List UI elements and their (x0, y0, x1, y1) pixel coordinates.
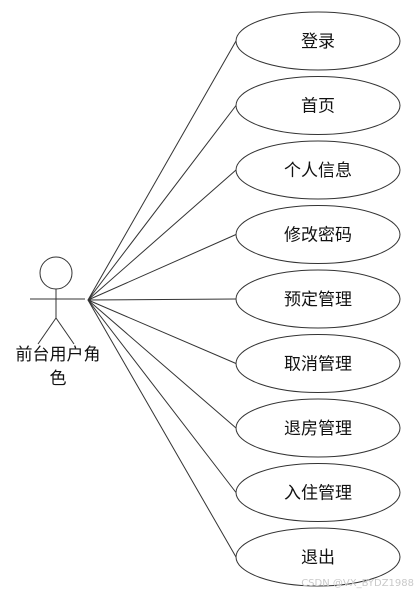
use-case-label: 修改密码 (284, 226, 352, 246)
use-case-label: 个人信息 (284, 161, 352, 181)
use-case-label: 入住管理 (284, 484, 352, 504)
use-case-ellipse (235, 205, 401, 264)
use-case: 退房管理 (235, 398, 401, 458)
use-case-label: 首页 (301, 97, 335, 117)
actor-label: 前台用户角 色 (15, 345, 101, 389)
use-case: 入住管理 (235, 463, 401, 522)
use-case-ellipse (235, 527, 401, 587)
association-line (87, 299, 237, 493)
use-case-label: 取消管理 (284, 355, 352, 375)
association-line (87, 105, 237, 301)
use-case: 预定管理 (235, 269, 401, 329)
actor-left-leg (37, 317, 57, 345)
use-case: 退出 (235, 527, 401, 587)
association-line (87, 169, 237, 301)
association-line (87, 234, 237, 301)
association-line (87, 299, 237, 364)
use-case-label: 退房管理 (284, 419, 352, 439)
watermark: CSDN @VX_BYDZ1988 (301, 578, 414, 589)
use-case-ellipse (235, 334, 401, 393)
association-line (87, 299, 237, 429)
use-case-label: 退出 (301, 548, 335, 568)
use-case-ellipse (235, 76, 401, 135)
use-case: 首页 (235, 76, 401, 135)
association-line (87, 40, 237, 301)
use-case-label: 预定管理 (284, 290, 352, 310)
association-line (87, 298, 237, 301)
actor-right-leg (55, 317, 75, 345)
use-case-label: 登录 (301, 32, 335, 52)
association-line (87, 299, 237, 558)
association-lines (87, 40, 237, 558)
use-case-ellipse (235, 269, 401, 329)
use-case-ellipse (235, 398, 401, 458)
use-case: 个人信息 (235, 140, 401, 200)
use-case-ellipse (235, 140, 401, 200)
use-case: 登录 (235, 11, 401, 71)
use-case: 取消管理 (235, 334, 401, 393)
use-case: 修改密码 (235, 205, 401, 264)
use-case-ellipse (235, 463, 401, 522)
actor-figure (30, 256, 85, 345)
actor-head (39, 256, 73, 290)
use-case-ellipse (235, 11, 401, 71)
